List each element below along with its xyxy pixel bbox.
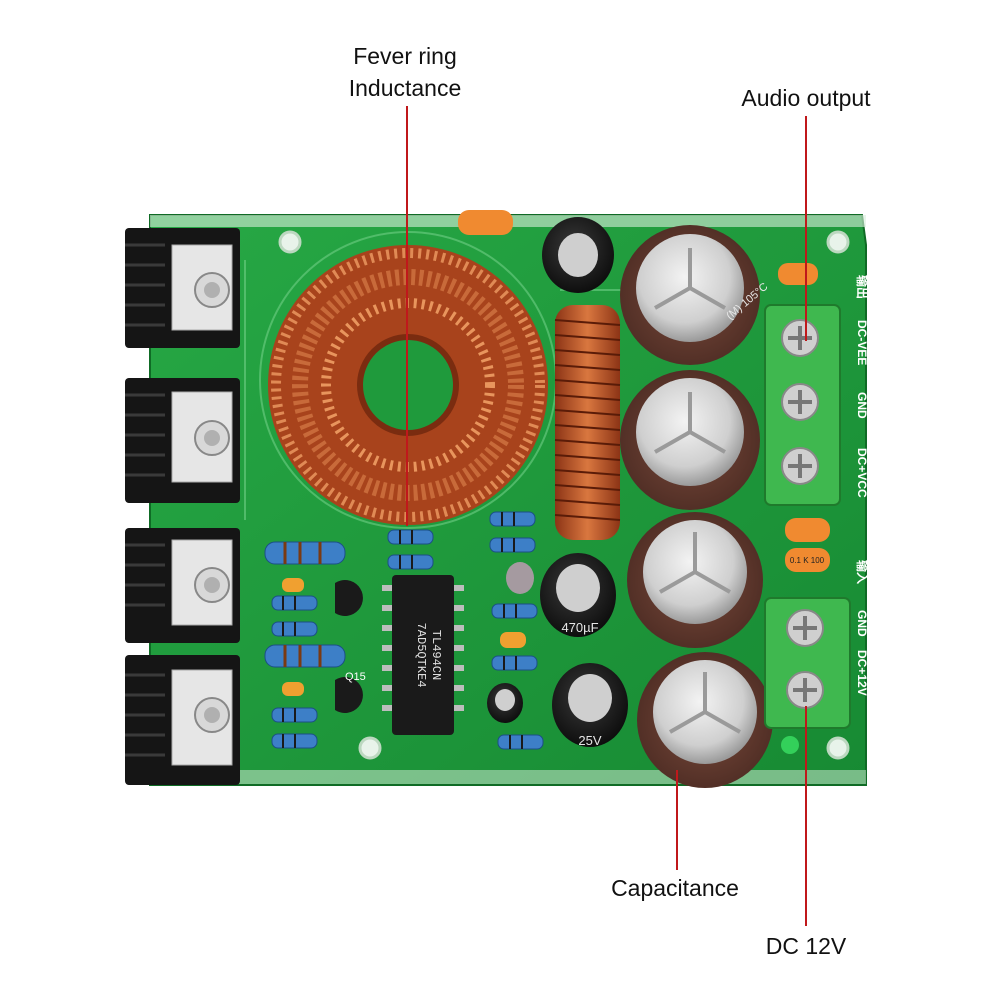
silk-dc-12v: DC+12V: [855, 650, 869, 696]
cap-value-2: 25V: [578, 733, 601, 748]
callout-audio-output: Audio output: [741, 85, 871, 111]
callout-inductance-line1: Fever ring: [353, 43, 457, 69]
callout-capacitance: Capacitance: [611, 875, 739, 901]
silk-output-cn: 输出: [855, 275, 870, 299]
leader-line-capacitance: [676, 770, 678, 870]
large-capacitors: [620, 225, 773, 788]
silk-dc-vcc: DC+VCC: [855, 448, 869, 498]
silk-gnd-out: GND: [855, 392, 869, 419]
silk-dc-vee: DC-VEE: [855, 320, 869, 365]
power-led: [781, 736, 799, 754]
small-transistors: [335, 579, 363, 713]
rod-inductor: [554, 305, 621, 540]
resistors: [264, 511, 544, 750]
callout-dc-12v: DC 12V: [765, 933, 847, 959]
ic-marking-line1: 7AD5QTKE4: [414, 623, 428, 688]
transistor-ref: Q15: [345, 671, 366, 683]
small-capacitor-top: [542, 217, 614, 293]
mosfet-pads: [171, 244, 233, 766]
terminal-output: [764, 304, 841, 506]
leader-line-dc-12v: [805, 706, 807, 926]
heatsink-assembly: [125, 228, 240, 785]
silk-gnd-in: GND: [855, 610, 869, 637]
small-cap-code: 0.1 K 100: [790, 556, 825, 565]
toroidal-inductor: [268, 245, 548, 525]
callout-inductance-line2: Inductance: [348, 75, 462, 101]
ic-chip: 7AD5QTKE4 TL494CN: [382, 575, 464, 735]
silk-input-cn: 输入: [855, 560, 870, 584]
leader-line-audio-output: [805, 116, 807, 341]
mounting-holes: [278, 230, 850, 760]
ceramic-capacitors: 0.1 K 100: [282, 210, 830, 696]
cap-value-1: 470µF: [561, 620, 598, 635]
ic-marking-line2: TL494CN: [429, 630, 443, 680]
callout-inductance: Fever ring Inductance: [305, 40, 505, 104]
terminal-input: [764, 597, 851, 729]
medium-capacitors: 470µF 25V: [487, 553, 628, 748]
leader-line-inductance: [406, 106, 408, 526]
